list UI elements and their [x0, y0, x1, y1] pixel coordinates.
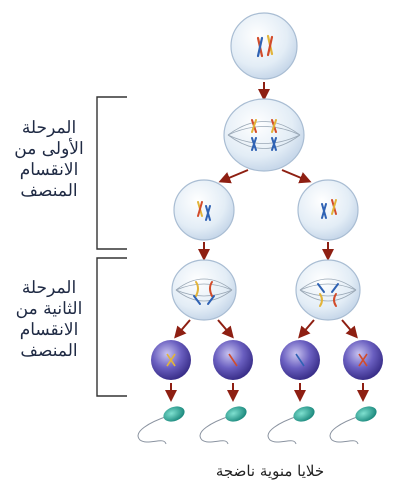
meiosis2-label: المرحلة الثانية من الانقسام المنصف — [6, 278, 92, 362]
arrow-icon — [341, 319, 358, 339]
sperm-icon — [199, 406, 247, 445]
meiosis2-label-line: الانقسام — [19, 320, 79, 340]
secondary-cell-left — [173, 179, 235, 241]
bracket-meiosis1 — [96, 96, 127, 250]
parent-cell — [230, 12, 298, 80]
chromosome-icon — [193, 281, 215, 305]
meiosis2-label-line: الثانية من — [15, 299, 83, 319]
secondary-cell-right — [297, 179, 359, 241]
chromosome-icon — [197, 201, 211, 221]
spindle-icon — [175, 278, 233, 302]
arrow-icon — [174, 319, 191, 339]
arrow-icon — [218, 169, 249, 184]
spindle-icon — [299, 278, 357, 302]
arrow-icon — [217, 319, 234, 339]
sperm-icon — [329, 406, 377, 445]
meiosis2-label-line: المرحلة — [21, 278, 77, 298]
spindle-icon — [227, 121, 301, 149]
meiosis1-label-line: المرحلة — [21, 118, 77, 138]
meiosis1-label-line: الانقسام — [19, 160, 79, 180]
meiosis1-label: المرحلة الأولى من الانقسام المنصف — [6, 118, 92, 202]
spermatid-icon — [343, 340, 383, 380]
meiosis2-cell-right — [295, 259, 361, 321]
arrow-icon — [298, 319, 315, 339]
chromosome-icon — [321, 199, 337, 219]
meiosis1-label-line: المنصف — [20, 181, 78, 201]
meiosis2-cell-left — [171, 259, 237, 321]
meiosis1-label-line: الأولى من — [14, 139, 84, 159]
meiosis2-label-line: المنصف — [20, 341, 78, 361]
spermatid-icon — [213, 340, 253, 380]
sperm-icon — [267, 406, 315, 445]
chromosome-icon — [317, 283, 339, 307]
caption-mature-sperm: خلايا منوية ناضجة — [215, 462, 325, 480]
spermatid-icon — [151, 340, 191, 380]
arrow-icon — [281, 169, 312, 184]
sperm-icon — [137, 406, 185, 445]
meiosis1-cell — [223, 98, 305, 172]
chromosome-icon — [256, 34, 274, 58]
spermatid-icon — [280, 340, 320, 380]
bracket-meiosis2 — [96, 257, 127, 397]
chromosome-icon — [251, 119, 277, 151]
